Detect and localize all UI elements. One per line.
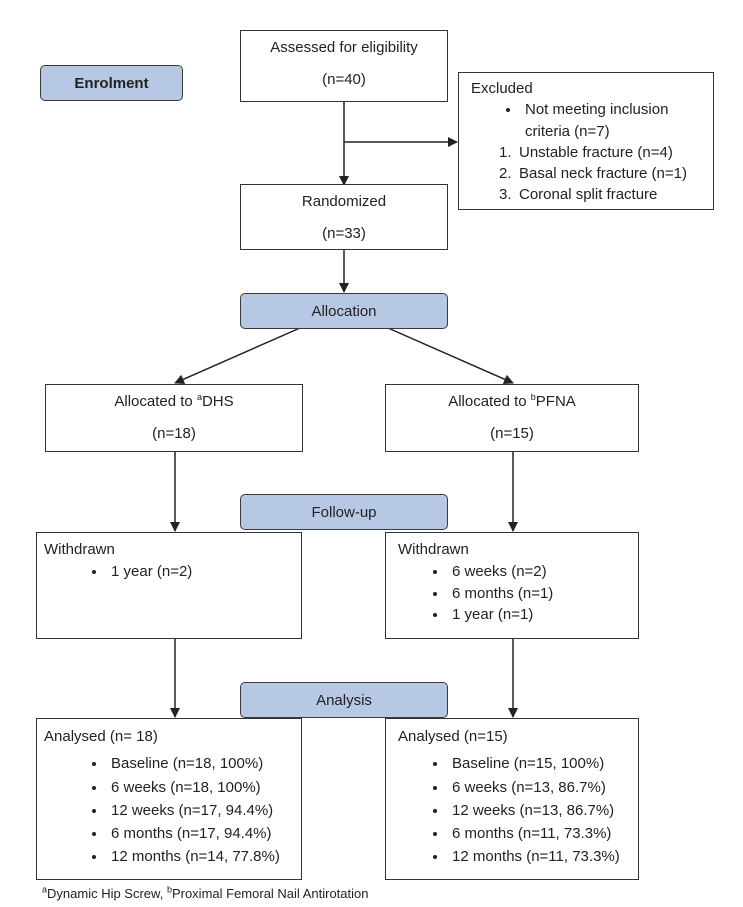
excluded-reason-num: 3. bbox=[499, 186, 512, 204]
pfna-analysed-item: 6 months (n=11, 73.3%) bbox=[448, 822, 638, 845]
pfna-name: PFNA bbox=[535, 393, 576, 410]
pfna-allocated-box: Allocated to bPFNA (n=15) bbox=[385, 384, 639, 452]
dhs-withdrawn-list: 1 year (n=2) bbox=[44, 561, 301, 583]
dhs-withdrawn-title: Withdrawn bbox=[44, 541, 115, 558]
excluded-reason: 3. Coronal split fracture bbox=[459, 184, 713, 205]
dhs-analysed-item: 12 months (n=14, 77.8%) bbox=[107, 845, 301, 868]
excluded-bullet-line-2: criteria (n=7) bbox=[525, 122, 610, 140]
pfna-withdrawn-list: 6 weeks (n=2) 6 months (n=1) 1 year (n=1… bbox=[398, 561, 638, 626]
excluded-reason-num: 1. bbox=[499, 143, 512, 161]
randomized-box: Randomized (n=33) bbox=[240, 184, 448, 250]
pfna-withdrawn-box: Withdrawn 6 weeks (n=2) 6 months (n=1) 1… bbox=[385, 532, 639, 639]
assessed-box: Assessed for eligibility (n=40) bbox=[240, 30, 448, 102]
excluded-bullet: Not meeting inclusion criteria (n=7) bbox=[521, 99, 713, 142]
pfna-analysed-list: Baseline (n=15, 100%) 6 weeks (n=13, 86.… bbox=[398, 752, 638, 868]
pfna-withdrawn-item: 6 weeks (n=2) bbox=[448, 561, 638, 583]
excluded-box: Excluded Not meeting inclusion criteria … bbox=[458, 72, 714, 210]
pfna-analysed-item: Baseline (n=15, 100%) bbox=[448, 752, 638, 775]
excluded-reason: 2. Basal neck fracture (n=1) bbox=[459, 163, 713, 184]
randomized-title: Randomized bbox=[301, 193, 387, 210]
footnote-b-sup: b bbox=[166, 884, 172, 895]
arrow-allocation-to-dhs bbox=[174, 327, 301, 384]
excluded-reason: 1. Unstable fracture (n=4) bbox=[459, 142, 713, 163]
pfna-allocated-count: (n=15) bbox=[490, 424, 534, 442]
excluded-reason-text: Unstable fracture (n=4) bbox=[519, 143, 673, 161]
pfna-allocated-label: Allocated to bPFNA bbox=[386, 391, 638, 413]
pfna-withdrawn-item: 1 year (n=1) bbox=[448, 604, 638, 626]
dhs-allocated-label: Allocated to aDHS bbox=[46, 391, 302, 413]
dhs-analysed-item: 12 weeks (n=17, 94.4%) bbox=[107, 799, 301, 822]
dhs-analysed-list: Baseline (n=18, 100%) 6 weeks (n=18, 100… bbox=[44, 752, 301, 868]
dhs-analysed-title: Analysed (n= 18) bbox=[44, 728, 158, 745]
pfna-withdrawn-title: Withdrawn bbox=[398, 541, 469, 558]
dhs-sup: a bbox=[196, 392, 202, 402]
dhs-analysed-item: 6 months (n=17, 94.4%) bbox=[107, 822, 301, 845]
dhs-withdrawn-box: Withdrawn 1 year (n=2) bbox=[36, 532, 302, 639]
stage-allocation: Allocation bbox=[240, 293, 448, 329]
dhs-allocated-box: Allocated to aDHS (n=18) bbox=[45, 384, 303, 452]
dhs-allocated-count: (n=18) bbox=[152, 424, 196, 442]
dhs-withdrawn-item: 1 year (n=2) bbox=[107, 561, 301, 583]
excluded-bullet-list: Not meeting inclusion criteria (n=7) bbox=[471, 99, 713, 142]
pfna-sup: b bbox=[530, 392, 536, 402]
excluded-reason-text: Basal neck fracture (n=1) bbox=[519, 165, 687, 183]
footnote-b-text: Proximal Femoral Nail Antirotation bbox=[171, 886, 369, 901]
excluded-reason-list: 1. Unstable fracture (n=4) 2. Basal neck f… bbox=[459, 142, 713, 206]
pfna-analysed-title: Analysed (n=15) bbox=[398, 728, 508, 745]
excluded-bullet-line-1: Not meeting inclusion bbox=[525, 101, 669, 119]
excluded-reason-text: Coronal split fracture bbox=[519, 186, 658, 204]
dhs-name: DHS bbox=[201, 393, 234, 410]
excluded-reason-num: 2. bbox=[499, 165, 512, 183]
dhs-analysed-box: Analysed (n= 18) Baseline (n=18, 100%) 6… bbox=[36, 718, 302, 880]
arrow-allocation-to-pfna bbox=[387, 327, 514, 384]
pfna-analysed-box: Analysed (n=15) Baseline (n=15, 100%) 6 … bbox=[385, 718, 639, 880]
excluded-title: Excluded bbox=[471, 80, 533, 97]
pfna-analysed-item: 12 months (n=11, 73.3%) bbox=[448, 845, 638, 868]
footnote: aDynamic Hip Screw, bProximal Femoral Na… bbox=[42, 884, 369, 901]
pfna-allocated-prefix: Allocated to bbox=[448, 393, 531, 410]
dhs-allocated-prefix: Allocated to bbox=[114, 393, 197, 410]
dhs-analysed-item: Baseline (n=18, 100%) bbox=[107, 752, 301, 775]
assessed-title: Assessed for eligibility bbox=[270, 39, 418, 56]
stage-analysis: Analysis bbox=[240, 682, 448, 718]
pfna-analysed-item: 6 weeks (n=13, 86.7%) bbox=[448, 776, 638, 799]
randomized-count: (n=33) bbox=[322, 224, 366, 242]
pfna-withdrawn-item: 6 months (n=1) bbox=[448, 583, 638, 605]
pfna-analysed-item: 12 weeks (n=13, 86.7%) bbox=[448, 799, 638, 822]
stage-enrolment: Enrolment bbox=[40, 65, 183, 101]
footnote-a-sup: a bbox=[42, 884, 48, 895]
stage-follow-up: Follow-up bbox=[240, 494, 448, 530]
footnote-a-text: Dynamic Hip Screw, bbox=[47, 886, 167, 901]
assessed-count: (n=40) bbox=[322, 70, 366, 88]
dhs-analysed-item: 6 weeks (n=18, 100%) bbox=[107, 776, 301, 799]
